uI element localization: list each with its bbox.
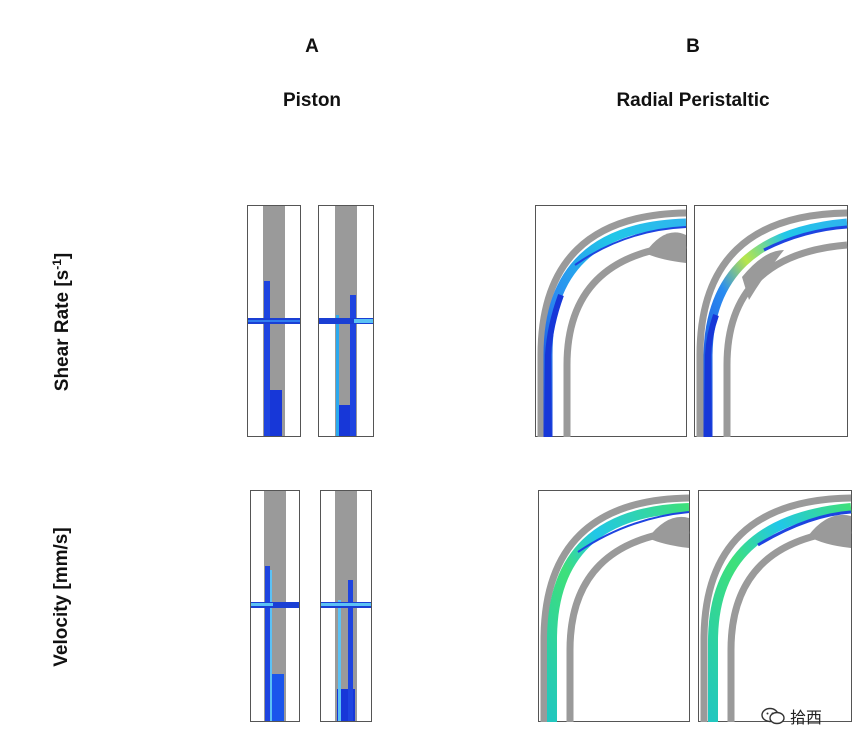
piston-shear-panel-1 [247,205,301,437]
peristaltic-shear-panel-1 [535,205,687,437]
piston-velocity-panel-2 [320,490,372,722]
peristaltic-velocity-panel-1 [538,490,690,722]
row-velocity-label: Velocity [mm/s] [51,527,72,667]
column-b-title: Radial Peristaltic [616,90,770,111]
column-a-title: Piston [282,90,342,111]
peristaltic-velocity-panel-2 [698,490,852,722]
watermark-text: 拾西 [790,710,823,727]
row-shear-rate-label: Shear Rate [s-1] [49,252,74,392]
piston-velocity-panel-1 [250,490,300,722]
peristaltic-shear-panel-2 [694,205,848,437]
column-a-letter: A [305,36,319,57]
watermark: 拾西 [760,704,822,728]
piston-shear-panel-2 [318,205,374,437]
column-b-letter: B [686,36,700,57]
wechat-icon [761,707,785,725]
